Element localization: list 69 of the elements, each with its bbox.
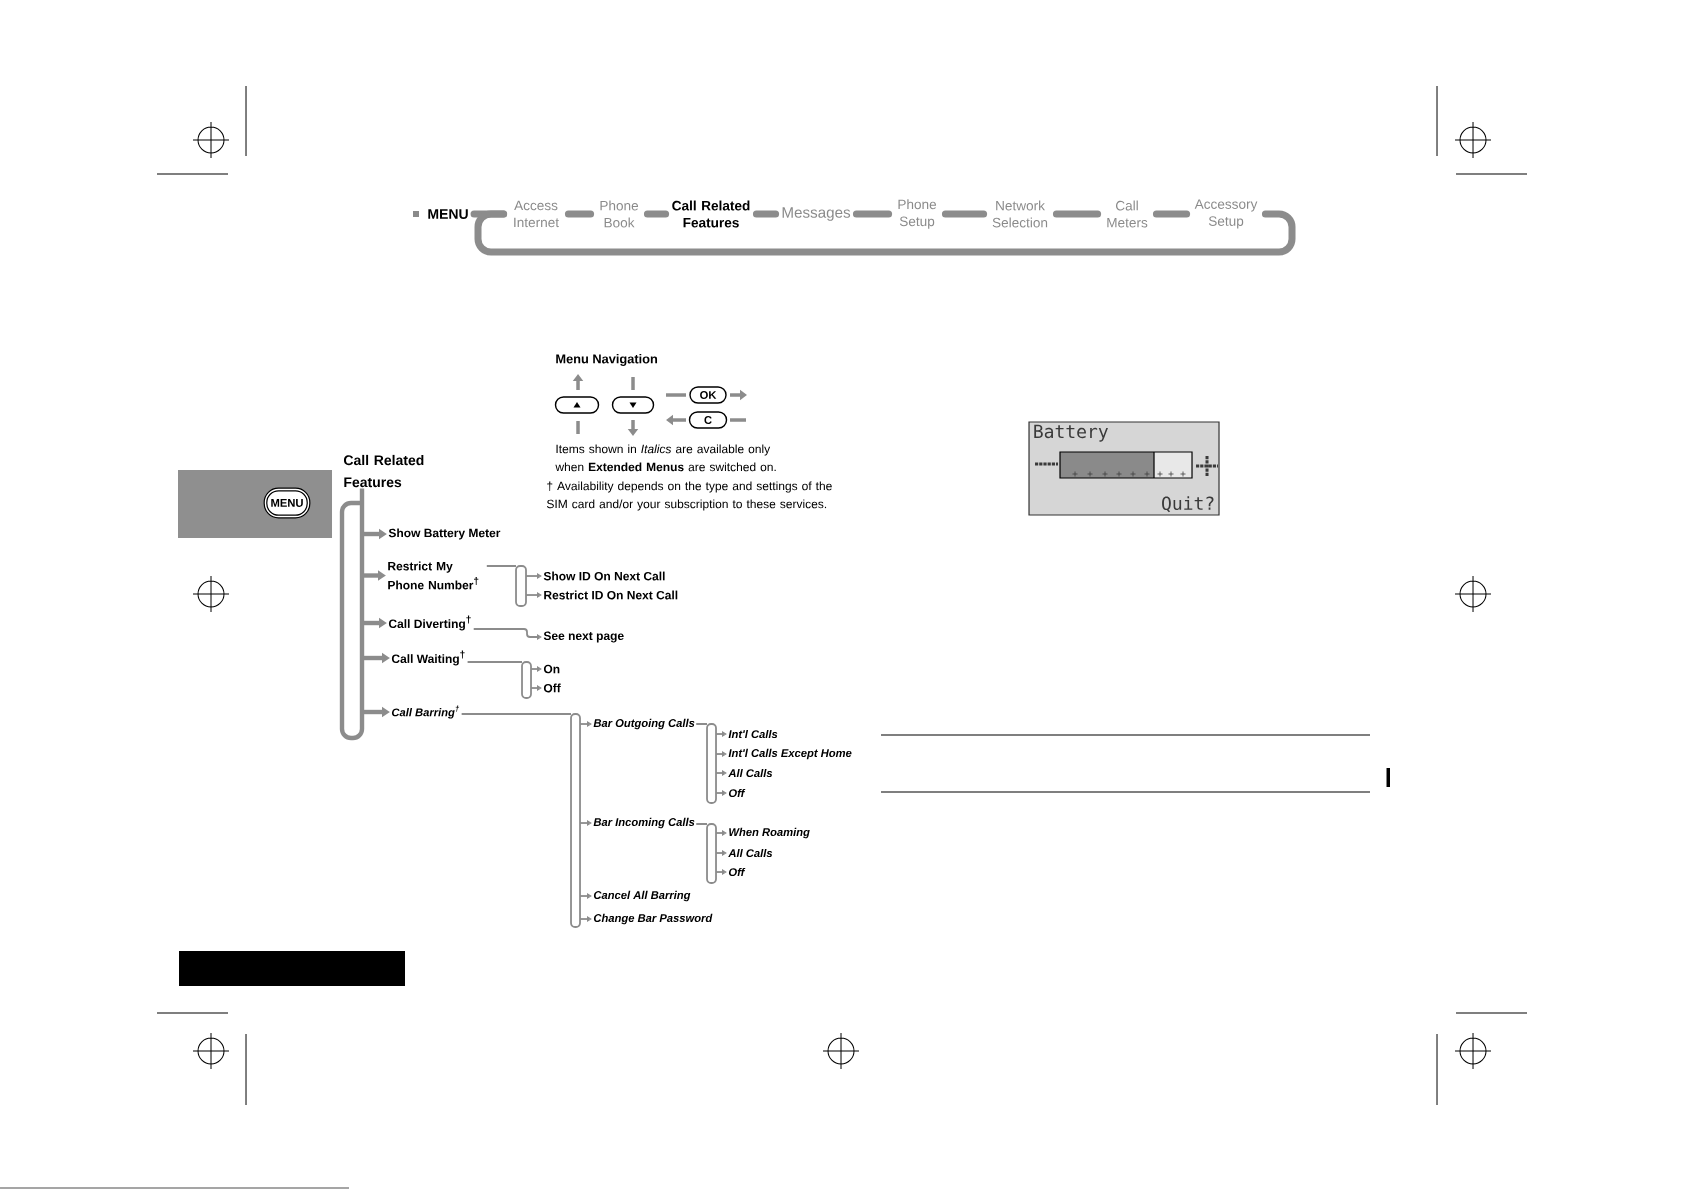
arrow [472,628,542,640]
connector [643,210,670,218]
menu-option: Bar Outgoing Calls [593,718,695,730]
menu-item: Phone Book [600,200,639,228]
connector [474,210,1296,256]
node-label: Battery [1034,424,1108,442]
bracket [460,713,581,928]
arrow [525,592,542,598]
menu-option: Change Bar Password [593,913,713,925]
menu-option: All Calls [728,768,773,778]
connector [852,210,893,218]
arrow [715,869,727,875]
menu-item: Messages [782,207,851,221]
menu-option: Restrict My Phone Number$^{†}$ [388,561,479,590]
footnote-text: † Availability depends on the type and settings of the SIM card and/or your subscription to these services. [546,481,832,511]
bracket [695,823,717,884]
arrow [530,666,542,672]
arrow [579,820,592,826]
menu-option: Show ID On Next Call [543,571,665,581]
arrow [530,685,542,691]
arrow [579,916,592,922]
menu-option: All Calls [728,848,773,858]
menu-item: Call Meters [1107,200,1148,228]
note-text: Items shown in Italics are available only when Extended Menus are switched on. [555,444,776,472]
connector [752,210,780,218]
menu-key: MENU [263,487,311,519]
menu-item: Access Internet [514,200,559,228]
menu-option: Call Diverting$^{†}$ [388,615,471,631]
section-heading: Menu Navigation [556,354,657,366]
arrow [715,790,727,796]
menu-option: Off [543,683,561,693]
connector [564,210,595,218]
menu-option: Bar Incoming Calls [593,817,695,829]
tree-heading: Call Related Features [344,454,424,488]
key-button: C [688,411,728,429]
arrow [715,731,727,737]
menu-option: Show Battery Meter [388,528,501,540]
connector [1152,210,1191,218]
menu-option: On [543,664,560,674]
arrow [715,751,727,757]
menu-item: Accessory Setup [1194,199,1258,229]
menu-option: Off [728,788,746,798]
arrow [715,830,727,836]
bracket [466,661,532,699]
arrow [579,893,592,899]
menu-option: Off [728,867,746,877]
menu-option: Call Barring$^{†}$ [391,705,460,719]
key-button: OK [689,386,727,404]
bracket [485,565,527,607]
arrow [525,573,542,579]
menu-item: Network Selection [992,200,1048,228]
menu-option: Call Waiting$^{†}$ [391,650,465,666]
bracket [695,723,717,804]
arrow [579,721,592,727]
connector [1052,210,1102,218]
menu-option: Cancel All Barring [593,890,691,902]
brace [339,488,365,741]
menu-option: Restrict ID On Next Call [544,590,678,600]
node-label: Quit? [1162,496,1214,513]
menu-item: Call Related Features [672,200,750,228]
connector [941,210,988,218]
menu-option: Int'l Calls [728,729,778,739]
menu-option: See next page [543,631,624,643]
menu-item: Phone Setup [898,199,937,229]
menu-option: When Roaming [729,827,810,839]
menu-label: MENU [428,209,468,219]
arrow [715,770,727,776]
menu-option: Int'l Calls Except Home [728,748,852,760]
arrow [715,850,727,856]
